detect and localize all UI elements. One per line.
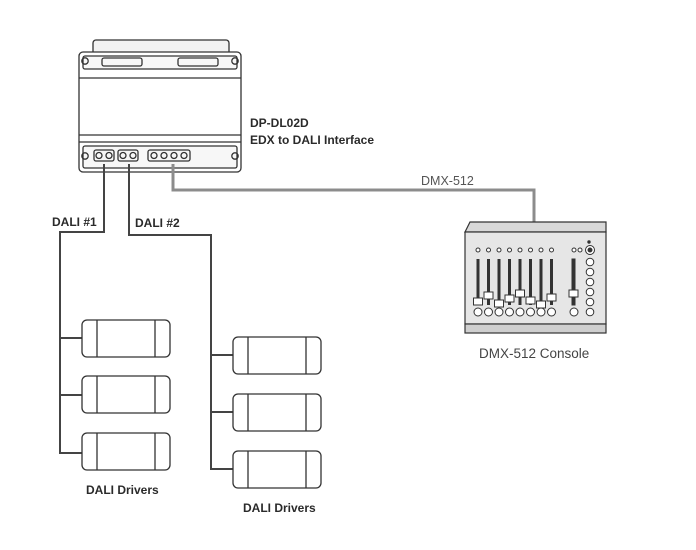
console-fader-1: [473, 247, 483, 317]
console-faders: [473, 247, 557, 317]
device-model-label: DP-DL02D: [250, 116, 309, 130]
console-fader-3: [494, 247, 504, 317]
dmx-512-console: [464, 221, 607, 334]
console-fader-6: [525, 247, 536, 317]
console-fader-8: [546, 247, 557, 317]
dmx-512-link-label: DMX-512: [421, 174, 474, 188]
dali-driver-left-1: [81, 319, 171, 358]
dali-driver-right-3: [232, 450, 322, 489]
dmx-512-console-caption: DMX-512 Console: [479, 346, 589, 361]
dali-drivers-right: [232, 336, 322, 489]
dali-driver-right-2: [232, 393, 322, 432]
dali-driver-right-1: [232, 336, 322, 375]
dali-drivers-left: [81, 319, 171, 471]
console-control-column: [568, 240, 595, 317]
dali-1-label: DALI #1: [52, 215, 97, 229]
console-fader-2: [483, 247, 494, 317]
dali-2-label: DALI #2: [135, 216, 180, 230]
dali-1-bus: [59, 164, 105, 454]
dali-drivers-right-caption: DALI Drivers: [243, 501, 316, 515]
console-fader-5: [515, 247, 525, 317]
dali-driver-left-2: [81, 375, 171, 414]
console-fader-4: [504, 247, 515, 317]
dmx-512-cable: [171, 164, 536, 222]
dali-driver-left-3: [81, 432, 171, 471]
dali-drivers-left-caption: DALI Drivers: [86, 483, 159, 497]
dali-interface-device: [78, 39, 242, 173]
device-description-label: EDX to DALI Interface: [250, 133, 374, 147]
dali-2-bus: [128, 164, 233, 470]
console-fader-7: [536, 247, 546, 317]
